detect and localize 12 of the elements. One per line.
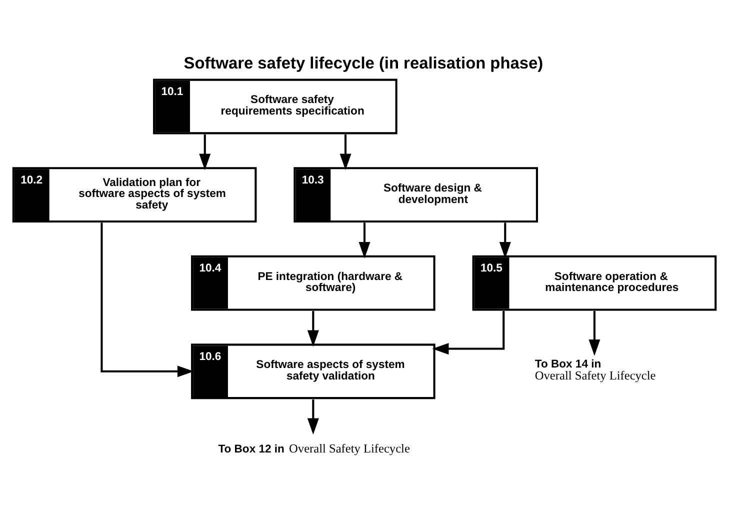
arrow — [588, 310, 600, 356]
node-text: To Box 14 in Overall Safety Lifecycle — [534, 358, 656, 382]
arrow — [307, 398, 319, 434]
arrow — [100, 222, 194, 377]
arrow — [307, 310, 319, 346]
node-text: To Box 12 in Overall Safety Lifecycle — [218, 441, 410, 456]
arrow — [199, 134, 211, 170]
arrow — [340, 134, 352, 170]
arrow — [432, 310, 505, 354]
diagram-title: Software safety lifecycle (in realisation phase) — [184, 54, 544, 72]
arrow — [499, 222, 511, 258]
arrow — [358, 222, 370, 258]
